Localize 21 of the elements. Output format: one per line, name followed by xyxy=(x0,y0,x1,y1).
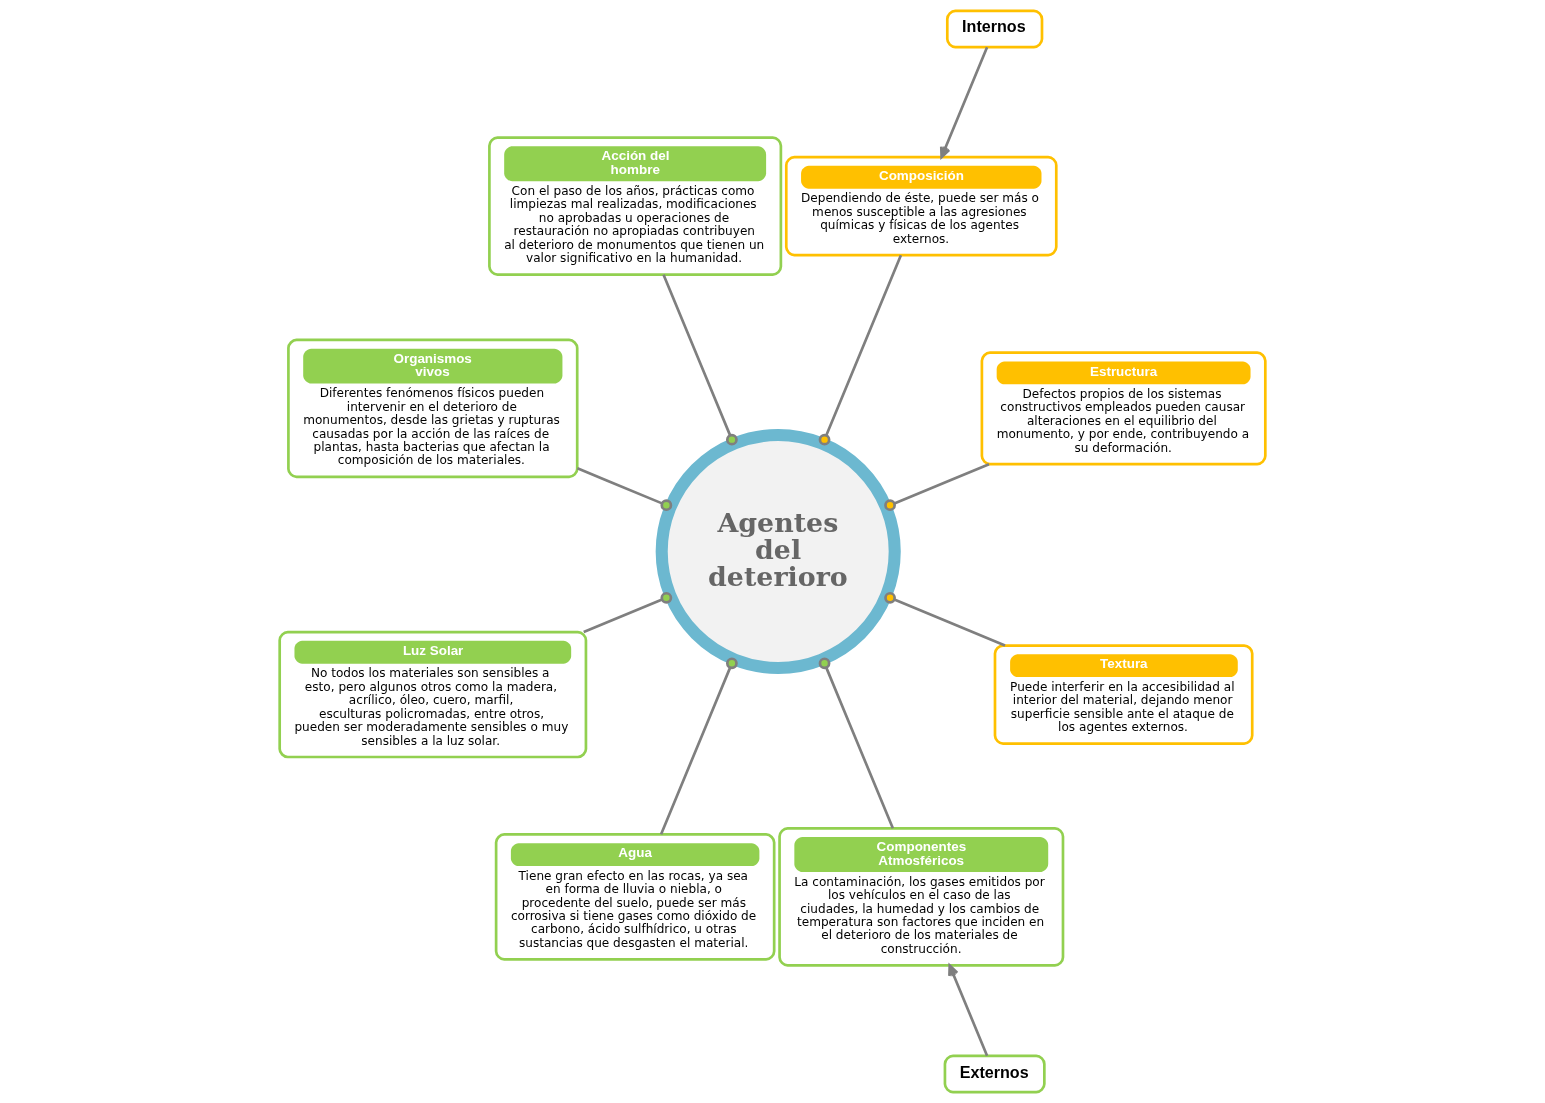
node-box: Acción del hombre Con el paso de los años, prácticas como limpiezas mal realizadas, modificaciones no aprobadas u operaciones de restauración no apropiadas contribuyen al deterioro de monumentos que tienen un valor significativo en la humanidad. xyxy=(488,136,783,276)
node-box: Internos xyxy=(945,9,1044,49)
node-box: Luz Solar No todos los materiales son sensibles a esto, pero algunos otros como la madera, acrílico, óleo, cuero, marfil, esculturas policromadas, entre otros, pueden ser moderadamente sensibles o muy sensibles a la luz solar. xyxy=(278,630,588,759)
connector xyxy=(583,591,673,634)
connector xyxy=(884,462,990,512)
connector xyxy=(659,657,738,835)
node-box: Estructura Defectos propios de los sistemas constructivos empleados pueden causar alteraciones en el equilibrio del monumento, y por ende, contribuyendo a su deformación. xyxy=(980,351,1267,466)
arrow xyxy=(939,46,989,159)
node-box: Componentes Atmosféricos La contaminación, los gases emitidos por los vehículos en el caso de las ciudades, la humedad y los cambios de temperatura son factores que inciden en el deterioro de los materiales de construcción. xyxy=(778,827,1065,967)
node-box: Externos xyxy=(943,1054,1046,1094)
connector xyxy=(818,254,903,446)
connector xyxy=(818,657,895,829)
node-box: Organismos vivos Diferentes fenómenos físicos pueden intervenir en el deterioro de monumentos, desde las grietas y rupturas causadas por la acción de las raíces de plantas, hasta bacterias que afectan la composición de los materiales. xyxy=(287,338,579,479)
node-box: Agua Tiene gran efecto en las rocas, ya sea en forma de lluvia o niebla, o procedente del suelo, puede ser más corrosiva si tiene gases como dióxido de carbono, ácido sulfhídrico, u otras sustancias que desgasten el material. xyxy=(494,833,776,961)
connector xyxy=(884,591,1006,647)
node-box: Textura Puede interferir en la accesibilidad al interior del material, dejando menor superficie sensible ante el ataque de los agentes externos. xyxy=(993,644,1254,745)
connector xyxy=(662,274,738,446)
arrow xyxy=(948,964,989,1057)
connector xyxy=(576,467,673,512)
node-box: Composición Dependiendo de éste, puede ser más o menos susceptible a las agresiones químicas y físicas de los agentes externos. xyxy=(784,155,1058,257)
node-circle: Agentes del deterioro xyxy=(655,428,901,675)
